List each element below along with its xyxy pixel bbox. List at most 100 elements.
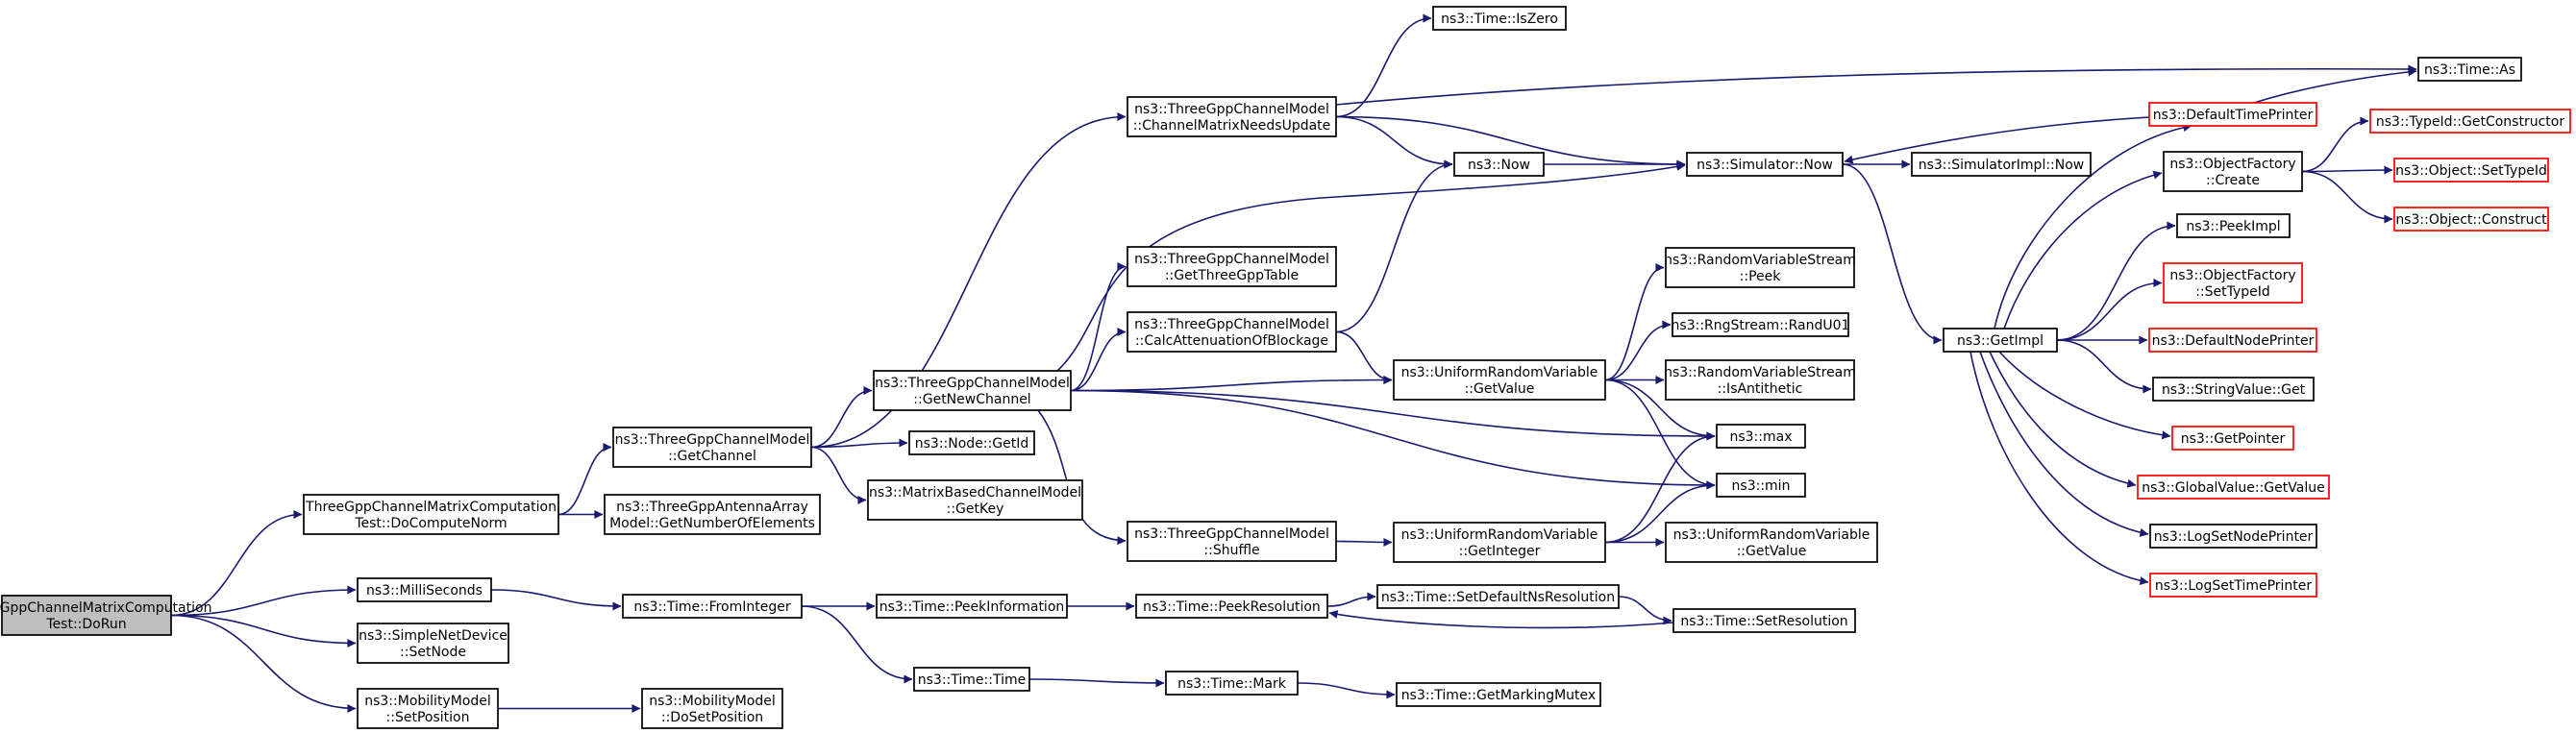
node-box bbox=[2149, 573, 2317, 598]
function-node-urv-getinteger[interactable]: ns3::UniformRandomVariable::GetInteger bbox=[1393, 522, 1606, 563]
node-label: ns3::SimulatorImpl::Now bbox=[1919, 158, 2085, 173]
function-node-peekinformation[interactable]: ns3::Time::PeekInformation bbox=[876, 594, 1068, 619]
call-edge bbox=[2056, 221, 2176, 341]
function-node-iszero[interactable]: ns3::Time::IsZero bbox=[1432, 6, 1567, 31]
function-node-getkey[interactable]: ns3::MatrixBasedChannelModel::GetKey bbox=[867, 479, 1083, 521]
node-label: ns3::ThreeGppChannelModel bbox=[1134, 252, 1329, 267]
function-node-peekresolution[interactable]: ns3::Time::PeekResolution bbox=[1135, 594, 1328, 619]
edge-arrow bbox=[1989, 351, 2137, 488]
edge-arrow bbox=[1994, 123, 2192, 330]
edge-arrow bbox=[2056, 339, 2152, 394]
function-node-getnumberofelements[interactable]: ns3::ThreeGppAntennaArrayModel::GetNumbe… bbox=[604, 494, 821, 535]
call-edge bbox=[2056, 339, 2152, 394]
node-box bbox=[1127, 246, 1337, 287]
node-label: ns3::Time::FromInteger bbox=[633, 599, 790, 615]
function-node-simulatornow[interactable]: ns3::Simulator::Now bbox=[1686, 152, 1844, 177]
function-node-max[interactable]: ns3::max bbox=[1716, 424, 1806, 449]
node-label: ns3::ThreeGppChannelModel bbox=[615, 432, 810, 448]
node-box bbox=[1165, 671, 1299, 696]
function-node-channelmatrixneedsupdate[interactable]: ns3::ThreeGppChannelModel::ChannelMatrix… bbox=[1127, 96, 1337, 137]
call-edge bbox=[1070, 328, 1127, 392]
function-node-timetime[interactable]: ns3::Time::Time bbox=[913, 667, 1030, 692]
call-edge bbox=[1604, 480, 1716, 544]
node-box bbox=[357, 688, 499, 729]
function-node-getmarkingmutex[interactable]: ns3::Time::GetMarkingMutex bbox=[1396, 682, 1601, 707]
function-node-getimpl[interactable]: ns3::GetImpl bbox=[1943, 328, 2058, 353]
edge-arrow bbox=[2056, 279, 2163, 341]
function-node-getconstructor[interactable]: ns3::TypeId::GetConstructor bbox=[2369, 109, 2571, 134]
call-edge bbox=[801, 605, 913, 684]
node-label: ns3::ObjectFactory bbox=[2169, 268, 2295, 283]
call-edge bbox=[1056, 162, 1686, 372]
edge-arrow bbox=[1037, 409, 1127, 546]
edge-arrow bbox=[1335, 330, 1393, 384]
node-box bbox=[641, 688, 783, 729]
function-node-dosetposition[interactable]: ns3::MobilityModel::DoSetPosition bbox=[641, 688, 783, 729]
node-box bbox=[1911, 152, 2092, 177]
function-node-milliseconds[interactable]: ns3::MilliSeconds bbox=[357, 577, 492, 602]
function-node-getchannel[interactable]: ns3::ThreeGppChannelModel::GetChannel bbox=[612, 427, 812, 468]
call-edge bbox=[1037, 409, 1127, 546]
function-node-getthreegpptable[interactable]: ns3::ThreeGppChannelModel::GetThreeGppTa… bbox=[1127, 246, 1337, 287]
edge-arrow bbox=[2056, 221, 2176, 341]
function-node-urv-getvalue[interactable]: ns3::UniformRandomVariable::GetValue bbox=[1393, 359, 1606, 401]
function-node-isantithetic[interactable]: ns3::RandomVariableStream::IsAntithetic bbox=[1664, 359, 1856, 401]
call-edge bbox=[1604, 379, 1716, 441]
function-node-setresolution[interactable]: ns3::Time::SetResolution bbox=[1672, 608, 1856, 633]
function-node-timeas[interactable]: ns3::Time::As bbox=[2417, 57, 2522, 82]
edge-arrow bbox=[1335, 159, 1453, 333]
function-node-randu01[interactable]: ns3::RngStream::RandU01 bbox=[1672, 312, 1850, 337]
function-node-docomputenorm[interactable]: ThreeGppChannelMatrixComputationTest::Do… bbox=[303, 494, 559, 535]
function-node-urv-getvalue2[interactable]: ns3::UniformRandomVariable::GetValue bbox=[1665, 522, 1878, 563]
edge-arrow bbox=[1604, 379, 1716, 441]
call-edge bbox=[1604, 320, 1672, 381]
function-node-stringvalueget[interactable]: ns3::StringValue::Get bbox=[2152, 377, 2315, 402]
call-edge bbox=[1335, 115, 1686, 169]
function-node-objectfactorycreate[interactable]: ns3::ObjectFactory::Create bbox=[2163, 151, 2303, 192]
function-node-peekimpl[interactable]: ns3::PeekImpl bbox=[2176, 213, 2291, 238]
function-node-getpointer[interactable]: ns3::GetPointer bbox=[2171, 426, 2294, 451]
function-node-frominteger[interactable]: ns3::Time::FromInteger bbox=[622, 594, 803, 619]
function-node-getnewchannel[interactable]: ns3::ThreeGppChannelModel::GetNewChannel bbox=[873, 370, 1072, 411]
node-box bbox=[622, 594, 803, 619]
function-node-objectconstruct[interactable]: ns3::Object::Construct bbox=[2393, 207, 2549, 232]
function-node-logsettimeprinter[interactable]: ns3::LogSetTimePrinter bbox=[2149, 573, 2317, 598]
node-label: ns3::ThreeGppAntennaArray bbox=[616, 500, 808, 515]
function-node-mark[interactable]: ns3::Time::Mark bbox=[1165, 671, 1299, 696]
function-node-logsetnodeprinter[interactable]: ns3::LogSetNodePrinter bbox=[2149, 524, 2317, 549]
function-node-defaulttimeprinter[interactable]: ns3::DefaultTimePrinter bbox=[2148, 102, 2317, 127]
node-box bbox=[1127, 521, 1337, 562]
function-node-defaultnodeprinter[interactable]: ns3::DefaultNodePrinter bbox=[2148, 328, 2317, 353]
edge-arrow bbox=[2301, 165, 2393, 175]
node-box bbox=[604, 494, 821, 535]
function-node-setnode[interactable]: ns3::SimpleNetDevice::SetNode bbox=[357, 623, 509, 664]
node-label: ns3::RngStream::RandU01 bbox=[1672, 318, 1850, 333]
call-edge bbox=[2003, 170, 2163, 330]
function-node-calcattenuation[interactable]: ns3::ThreeGppChannelModel::CalcAttenuati… bbox=[1127, 311, 1337, 353]
node-box bbox=[1127, 96, 1337, 137]
node-label: ns3::GetImpl bbox=[1957, 333, 2043, 349]
call-edge bbox=[1070, 376, 1393, 392]
node-box bbox=[1135, 594, 1328, 619]
function-node-setposition[interactable]: ns3::MobilityModel::SetPosition bbox=[357, 688, 499, 729]
function-node-min[interactable]: ns3::min bbox=[1716, 473, 1806, 498]
call-edge bbox=[1326, 592, 1376, 607]
function-node-settypeid-factory[interactable]: ns3::ObjectFactory::SetTypeId bbox=[2163, 262, 2303, 304]
edge-arrow bbox=[1604, 379, 1716, 490]
function-node-setdefaultnsresolution[interactable]: ns3::Time::SetDefaultNsResolution bbox=[1376, 584, 1620, 609]
function-node-globalvaluegetvalue[interactable]: ns3::GlobalValue::GetValue bbox=[2137, 475, 2330, 500]
function-node-shuffle[interactable]: ns3::ThreeGppChannelModel::Shuffle bbox=[1127, 521, 1337, 562]
node-label: ns3::Time::Mark bbox=[1177, 676, 1287, 692]
function-node-objectsettypeid[interactable]: ns3::Object::SetTypeId bbox=[2393, 158, 2549, 183]
node-box bbox=[1, 595, 172, 636]
call-edge bbox=[1335, 330, 1393, 384]
node-label: ns3::MobilityModel bbox=[364, 694, 491, 709]
node-label: ns3::Object::Construct bbox=[2395, 212, 2547, 228]
edge-arrow bbox=[1070, 376, 1393, 392]
function-node-now[interactable]: ns3::Now bbox=[1453, 152, 1545, 177]
node-box bbox=[867, 479, 1083, 521]
node-label: Test::DoComputeNorm bbox=[354, 516, 507, 531]
function-node-rvs-peek[interactable]: ns3::RandomVariableStream::Peek bbox=[1664, 247, 1856, 288]
function-node-simulatorimplnow[interactable]: ns3::SimulatorImpl::Now bbox=[1911, 152, 2092, 177]
function-node-nodegetid[interactable]: ns3::Node::GetId bbox=[908, 430, 1035, 455]
